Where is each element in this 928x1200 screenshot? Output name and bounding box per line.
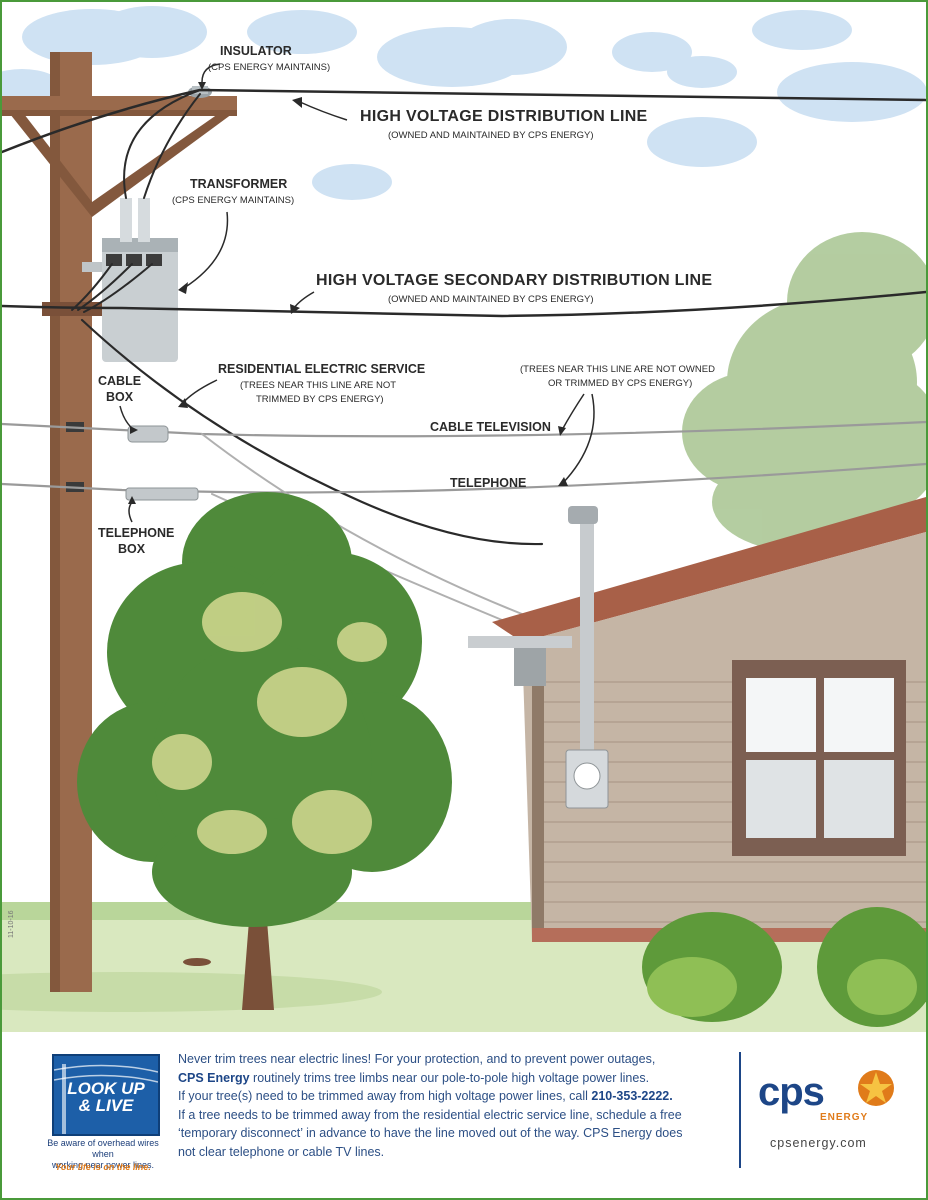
hv-line-note: (OWNED AND MAINTAINED BY CPS ENERGY) [388,130,594,141]
trees-note-1: (TREES NEAR THIS LINE ARE NOT OWNED [520,364,715,375]
safety-notice: Never trim trees near electric lines! Fo… [178,1050,726,1162]
logo-line-1: LOOK UP [67,1079,145,1098]
residential-note-2: TRIMMED BY CPS ENERGY) [256,394,384,405]
transformer [82,198,178,362]
trees-note-2: OR TRIMMED BY CPS ENERGY) [548,378,693,389]
secondary-line-note: (OWNED AND MAINTAINED BY CPS ENERGY) [388,294,594,305]
logo-wires-graphic [54,1064,158,1134]
callout-arrowheads [128,82,568,504]
insulator-label: INSULATOR [220,44,292,58]
scene-illustration [2,2,926,1032]
notice-line-5: ‘temporary disconnect’ in advance to hav… [178,1126,683,1141]
footer: LOOK UP & LIVE Be aware of overhead wire… [2,1032,926,1198]
telephone-label: TELEPHONE [450,476,527,490]
notice-phone[interactable]: 210-353-2222. [591,1089,673,1104]
foreground-tree [77,492,452,1010]
transformer-label: TRANSFORMER [190,177,288,191]
website-link[interactable]: cpsenergy.com [770,1136,867,1150]
look-up-live-logo: LOOK UP & LIVE [52,1054,160,1136]
sun-star-icon [858,1070,894,1106]
telephone-box-label-2: BOX [118,542,146,556]
cps-energy-logo: cps [758,1070,825,1114]
house [468,497,926,942]
shrubs [642,907,926,1027]
cable-box-label-1: CABLE [98,374,142,388]
notice-line-2-rest: routinely trims tree limbs near our pole… [249,1070,650,1085]
notice-line-3: If your tree(s) need to be trimmed away … [178,1087,726,1106]
cps-energy-subtitle: ENERGY [820,1112,869,1123]
notice-brand: CPS Energy [178,1070,250,1085]
residential-note-1: (TREES NEAR THIS LINE ARE NOT [240,380,397,391]
residential-service-label: RESIDENTIAL ELECTRIC SERVICE [218,362,426,376]
notice-line-1: Never trim trees near electric lines! Fo… [178,1052,656,1066]
notice-line-6: not clear telephone or cable TV lines. [178,1144,385,1159]
insulator-note: (CPS ENERGY MAINTAINS) [208,62,331,73]
logo-line-2: & LIVE [78,1096,134,1115]
hv-line-label: HIGH VOLTAGE DISTRIBUTION LINE [360,108,648,125]
logo-text: LOOK UP & LIVE [54,1080,158,1114]
telephone-box-label-1: TELEPHONE [98,526,175,540]
logo-caption-line-2: working near power lines. [51,1160,155,1170]
notice-line-2: CPS Energy routinely trims tree limbs ne… [178,1069,726,1088]
cable-box-label-2: BOX [106,390,134,404]
logo-tagline: Your life is on the line. [55,1162,151,1172]
transformer-note: (CPS ENERGY MAINTAINS) [172,195,295,206]
notice-line-3-text: If your tree(s) need to be trimmed away … [178,1089,592,1104]
document-code: 11-10-16 [8,910,15,938]
logo-caption-line-1: Be aware of overhead wires when [47,1138,159,1159]
clouds [2,6,926,200]
footer-divider [739,1052,741,1168]
secondary-line-label: HIGH VOLTAGE SECONDARY DISTRIBUTION LINE [316,272,713,289]
logo-caption: Be aware of overhead wires when working … [40,1138,166,1171]
notice-line-4: If a tree needs to be trimmed away from … [178,1107,682,1122]
utility-pole [2,52,237,992]
cable-television-label: CABLE TELEVISION [430,420,551,434]
telephone-box-shape [125,487,199,501]
